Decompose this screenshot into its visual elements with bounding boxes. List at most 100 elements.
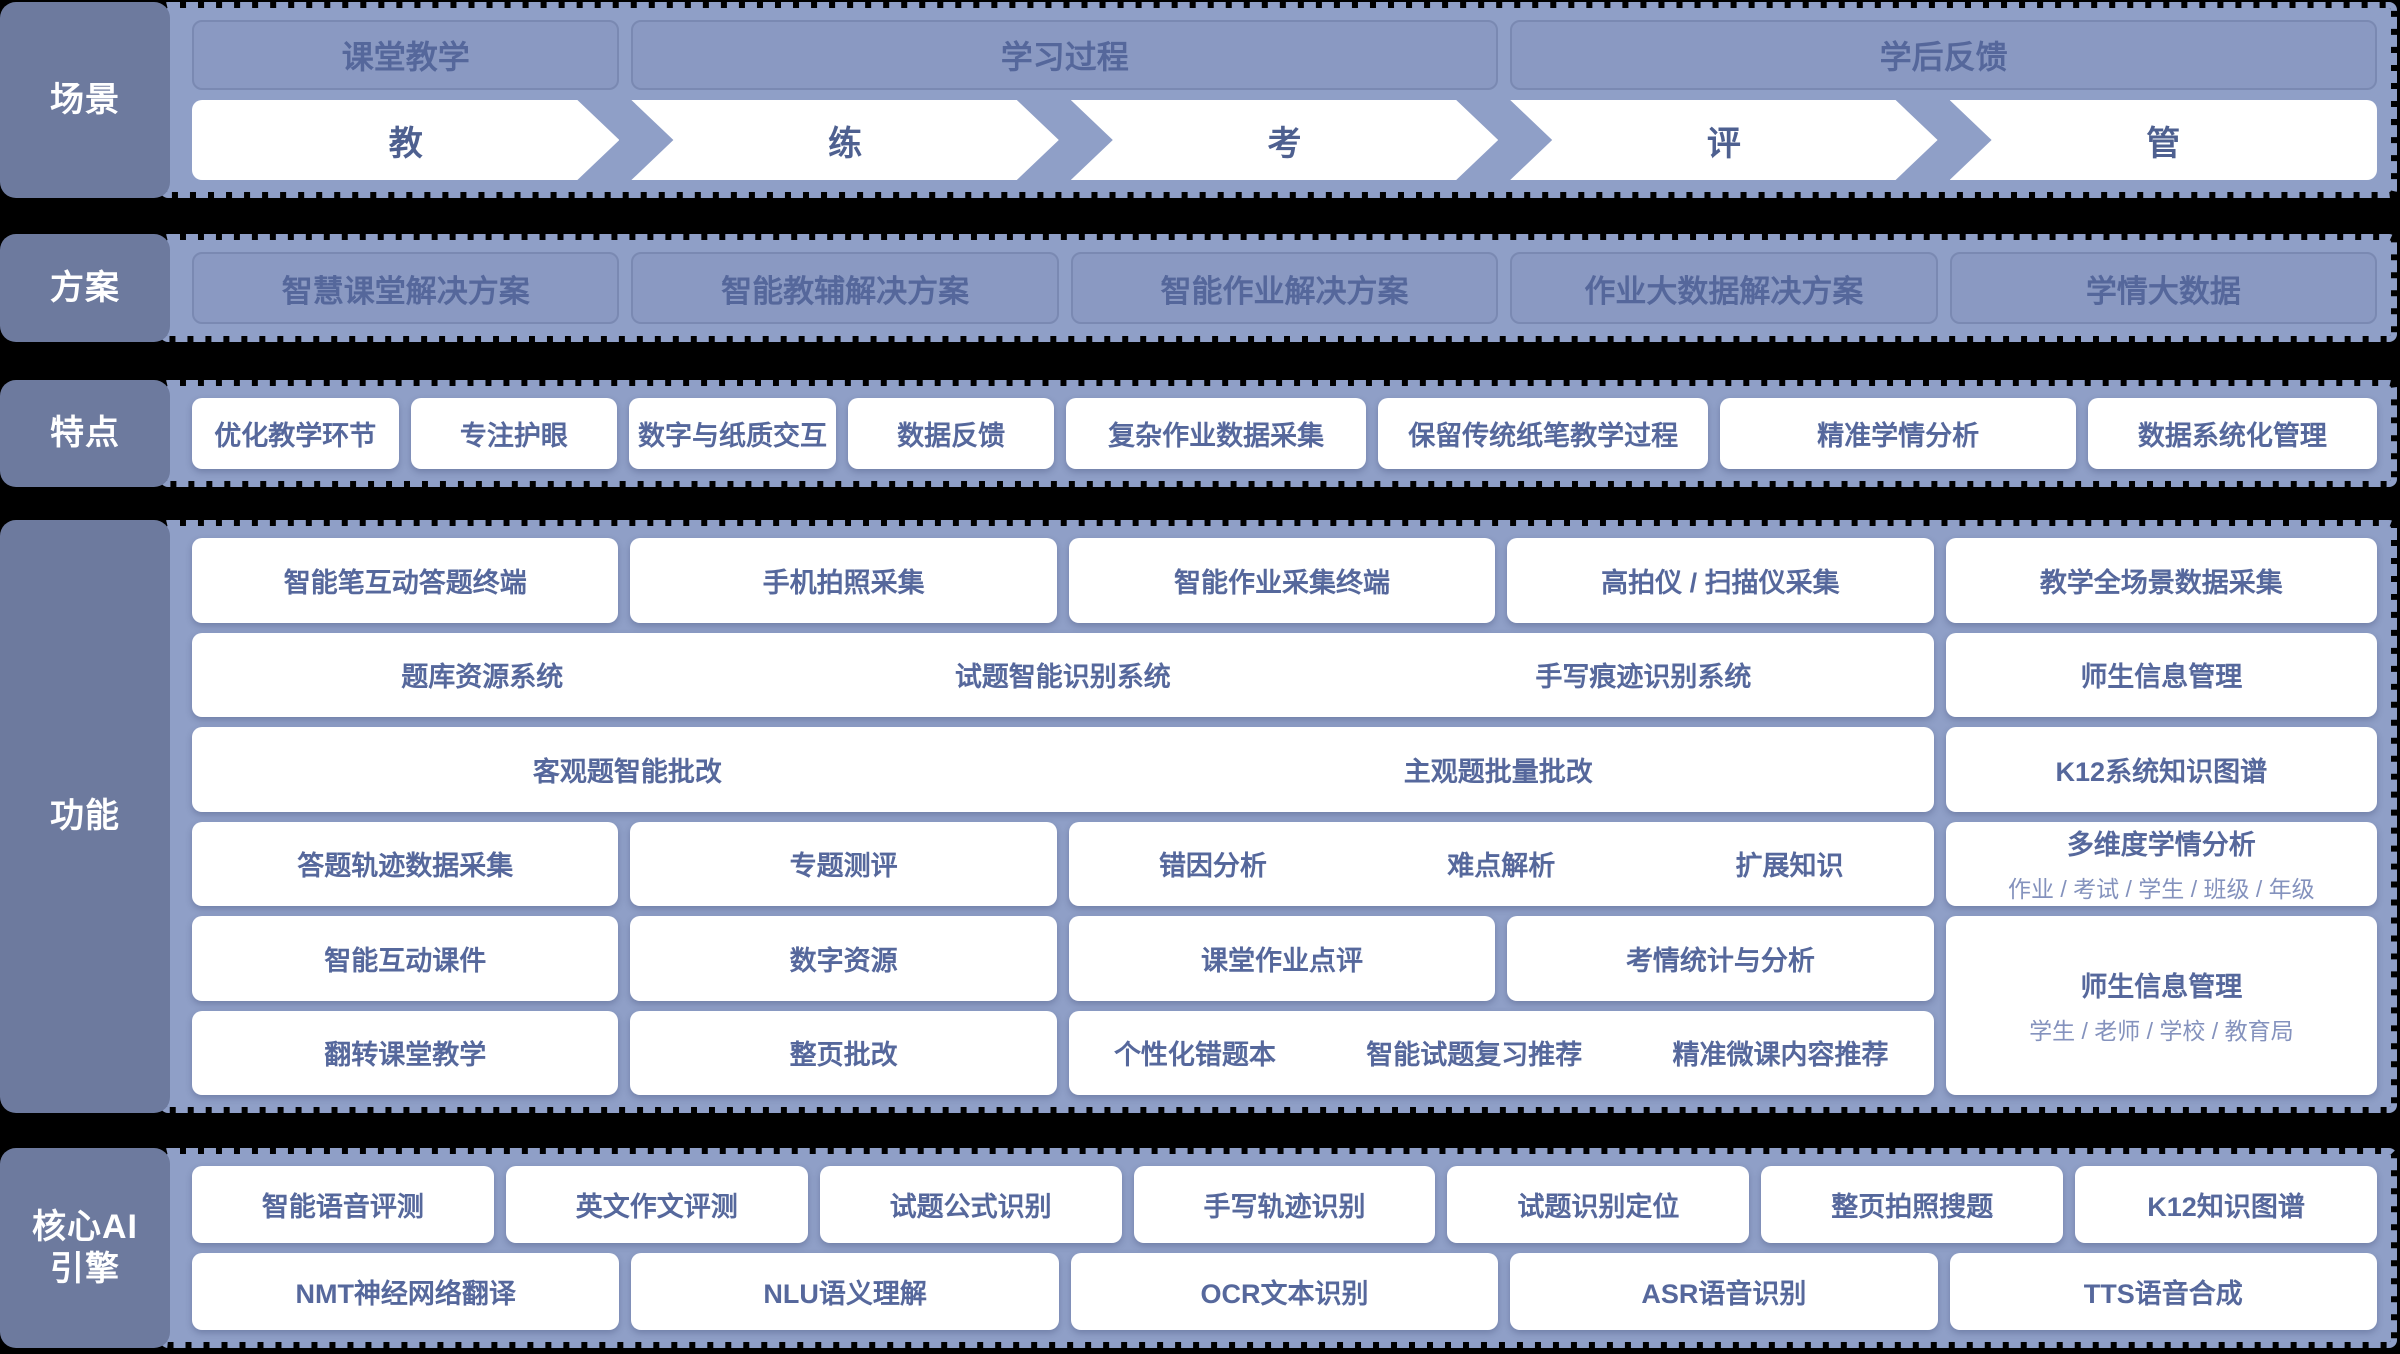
scene-header-classroom: 课堂教学 xyxy=(192,20,620,90)
step-chevron-evaluate: 评 xyxy=(1510,100,1937,180)
section-scene: 课堂教学 学习过程 学后反馈 教 练 考 评 xyxy=(0,2,2400,198)
side-box-title: 师生信息管理 xyxy=(2080,972,2243,1002)
ai-label-line1: 核心AI xyxy=(32,1207,138,1246)
panel-functions: 智能笔互动答题终端 手机拍照采集 智能作业采集终端 高拍仪 / 扫描仪采集 教学… xyxy=(160,520,2397,1113)
function-label: 课堂作业点评 xyxy=(1201,945,1364,976)
function-group-analysis: 错因分析 难点解析 扩展知识 xyxy=(1068,821,1934,906)
function-label: 个性化错题本 xyxy=(1113,1040,1276,1071)
feature-box: 优化教学环节 xyxy=(192,398,399,469)
function-box: 智能笔互动答题终端 xyxy=(192,538,619,623)
solution-label: 智能作业解决方案 xyxy=(1160,273,1409,309)
row-label-functions: 功能 xyxy=(0,520,170,1113)
ai-label: 英文作文评测 xyxy=(575,1192,738,1222)
section-ai-engine: 智能语音评测 英文作文评测 试题公式识别 手写轨迹识别 试题识别定位 整页拍照搜… xyxy=(0,1148,2400,1348)
scene-header-learning: 学习过程 xyxy=(631,20,1499,90)
ai-box: 试题公式识别 xyxy=(819,1166,1122,1243)
function-label: K12系统知识图谱 xyxy=(2055,756,2268,787)
row-label-text: 特点 xyxy=(50,414,120,453)
feature-box: 复杂作业数据采集 xyxy=(1066,398,1366,469)
ai-label: K12知识图谱 xyxy=(2147,1192,2305,1222)
row-label-text: 方案 xyxy=(50,268,120,307)
row-label-text: 功能 xyxy=(50,797,120,836)
function-label: 题库资源系统 xyxy=(401,662,564,693)
panel-solution: 智慧课堂解决方案 智能教辅解决方案 智能作业解决方案 作业大数据解决方案 学情大… xyxy=(160,234,2397,342)
feature-label: 精准学情分析 xyxy=(1817,421,1980,451)
ai-label: OCR文本识别 xyxy=(1200,1279,1369,1309)
feature-label: 数据系统化管理 xyxy=(2137,421,2327,451)
row-label-ai-engine: 核心AI 引擎 xyxy=(0,1148,170,1348)
function-box: 专题测评 xyxy=(630,821,1057,906)
side-box-data-collection: 教学全场景数据采集 xyxy=(1945,538,2377,623)
panel-features: 优化教学环节 专注护眼 数字与纸质交互 数据反馈 复杂作业数据采集 保留传统纸笔… xyxy=(160,380,2397,487)
function-group-recommendation: 个性化错题本 智能试题复习推荐 精准微课内容推荐 xyxy=(1068,1010,1934,1095)
feature-box: 精准学情分析 xyxy=(1720,398,2076,469)
function-label: 试题智能识别系统 xyxy=(954,662,1171,693)
solution-label: 学情大数据 xyxy=(2085,273,2241,309)
feature-label: 数字与纸质交互 xyxy=(637,421,827,451)
function-label: 师生信息管理 xyxy=(2080,662,2243,693)
side-box-multidim-analysis: 多维度学情分析 作业 / 考试 / 学生 / 班级 / 年级 xyxy=(1945,821,2377,906)
ai-box: NMT神经网络翻译 xyxy=(192,1253,620,1330)
side-box-title: 多维度学情分析 xyxy=(2066,830,2256,861)
feature-label: 复杂作业数据采集 xyxy=(1108,421,1325,451)
function-label: 扩展知识 xyxy=(1735,851,1844,882)
ai-box: TTS语音合成 xyxy=(1949,1253,2377,1330)
function-group-recognition: 题库资源系统 试题智能识别系统 手写痕迹识别系统 xyxy=(192,632,1934,717)
function-label: 智能互动课件 xyxy=(324,945,487,976)
ai-label: 试题公式识别 xyxy=(889,1192,1052,1222)
ai-box: 试题识别定位 xyxy=(1447,1166,1750,1243)
feature-label: 数据反馈 xyxy=(897,421,1006,451)
panel-ai-engine: 智能语音评测 英文作文评测 试题公式识别 手写轨迹识别 试题识别定位 整页拍照搜… xyxy=(160,1148,2397,1348)
function-group-grading: 客观题智能批改 主观题批量批改 xyxy=(192,727,1934,812)
feature-box: 专注护眼 xyxy=(410,398,618,469)
ai-box: K12知识图谱 xyxy=(2075,1166,2377,1243)
ai-box: 手写轨迹识别 xyxy=(1133,1166,1436,1243)
step-chevron-exam: 考 xyxy=(1071,100,1498,180)
panel-scene: 课堂教学 学习过程 学后反馈 教 练 考 评 xyxy=(160,2,2397,198)
row-label-text: 场景 xyxy=(50,80,120,119)
side-box-knowledge-graph: K12系统知识图谱 xyxy=(1945,727,2377,812)
ai-box: 智能语音评测 xyxy=(192,1166,494,1243)
function-box: 手机拍照采集 xyxy=(630,538,1057,623)
function-label: 手写痕迹识别系统 xyxy=(1535,662,1752,693)
ai-label-line2: 引擎 xyxy=(50,1250,120,1288)
function-label: 专题测评 xyxy=(789,851,898,882)
function-label: 客观题智能批改 xyxy=(532,756,722,787)
row-label-scene: 场景 xyxy=(0,2,170,198)
function-label: 教学全场景数据采集 xyxy=(2039,567,2283,598)
function-label: 智能笔互动答题终端 xyxy=(283,567,527,598)
solution-label: 智慧课堂解决方案 xyxy=(281,273,530,309)
function-label: 精准微课内容推荐 xyxy=(1672,1040,1889,1071)
scene-header-label: 课堂教学 xyxy=(341,39,470,75)
function-box: 高拍仪 / 扫描仪采集 xyxy=(1507,538,1934,623)
step-label: 管 xyxy=(2146,124,2181,163)
row-label-text: 核心AI 引擎 xyxy=(32,1206,138,1291)
function-label: 高拍仪 / 扫描仪采集 xyxy=(1601,567,1840,598)
side-box-teacher-student-mgmt: 师生信息管理 学生 / 老师 / 学校 / 教育局 xyxy=(1945,916,2377,1095)
section-features: 优化教学环节 专注护眼 数字与纸质交互 数据反馈 复杂作业数据采集 保留传统纸笔… xyxy=(0,380,2400,487)
function-box: 翻转课堂教学 xyxy=(192,1010,619,1095)
step-label: 练 xyxy=(828,124,863,163)
ai-label: NLU语义理解 xyxy=(763,1279,927,1309)
step-label: 教 xyxy=(388,124,423,163)
side-box-info-mgmt: 师生信息管理 xyxy=(1945,632,2377,717)
feature-label: 保留传统纸笔教学过程 xyxy=(1408,421,1679,451)
function-label: 智能作业采集终端 xyxy=(1174,567,1391,598)
function-box: 数字资源 xyxy=(630,916,1057,1001)
function-box: 智能互动课件 xyxy=(192,916,619,1001)
function-label: 整页批改 xyxy=(789,1040,898,1071)
ai-label: 试题识别定位 xyxy=(1517,1192,1680,1222)
ai-label: TTS语音合成 xyxy=(2083,1279,2243,1309)
step-label: 评 xyxy=(1706,124,1741,163)
solution-box: 作业大数据解决方案 xyxy=(1510,252,1938,324)
feature-box: 保留传统纸笔教学过程 xyxy=(1377,398,1709,469)
ai-label: 智能语音评测 xyxy=(261,1192,424,1222)
solution-box: 学情大数据 xyxy=(1949,252,2378,324)
function-label: 考情统计与分析 xyxy=(1625,945,1815,976)
function-box: 考情统计与分析 xyxy=(1507,916,1934,1001)
solution-label: 作业大数据解决方案 xyxy=(1584,273,1864,309)
feature-label: 专注护眼 xyxy=(459,421,568,451)
solution-box: 智能教辅解决方案 xyxy=(631,252,1059,324)
section-solution: 智慧课堂解决方案 智能教辅解决方案 智能作业解决方案 作业大数据解决方案 学情大… xyxy=(0,234,2400,342)
ai-label: ASR语音识别 xyxy=(1641,1279,1807,1309)
